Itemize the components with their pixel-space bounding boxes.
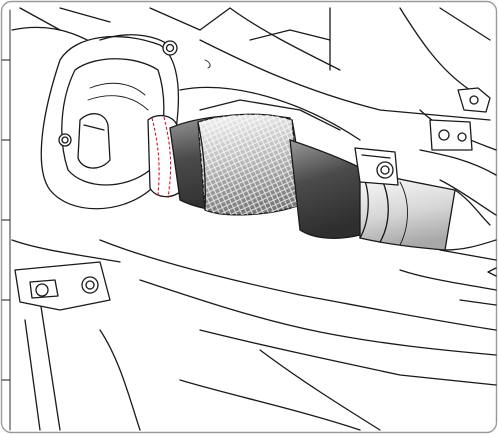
- edge-tick: [487, 267, 497, 277]
- flexible-pipe-icon: [169, 113, 301, 216]
- clamp-icon: [354, 147, 399, 186]
- catalytic-converter-icon: [40, 34, 180, 210]
- bolt-icon: [58, 133, 72, 147]
- exhaust-pipe-icon: [289, 139, 497, 251]
- left-edge-lines: [1, 9, 11, 431]
- vehicle-underbody: [11, 7, 497, 431]
- bracket-icon: [14, 261, 111, 311]
- highlight-mark: [151, 117, 160, 197]
- bracket-icon: [429, 87, 491, 151]
- bolt-icon: [162, 40, 178, 56]
